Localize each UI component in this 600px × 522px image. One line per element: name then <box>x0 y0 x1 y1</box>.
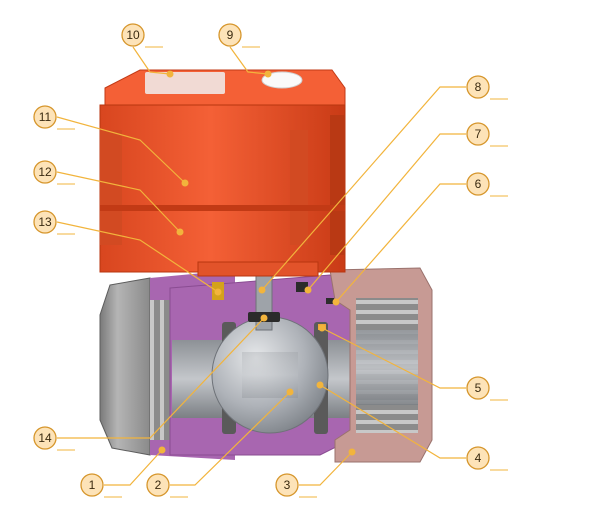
callout-circle-5 <box>466 376 490 400</box>
leader-line-7 <box>307 133 466 291</box>
leader-dot-14 <box>260 314 268 322</box>
callout-number-14: 14 <box>38 431 52 445</box>
callout-10: 10 <box>121 23 145 47</box>
callout-circle-2 <box>146 473 170 497</box>
leader-dot-12 <box>176 228 184 236</box>
leader-line-3 <box>299 451 353 486</box>
leader-line-8 <box>261 86 466 291</box>
leader-line-2 <box>170 391 291 486</box>
leader-line-4 <box>319 384 466 459</box>
leader-dot-7 <box>304 286 312 294</box>
callout-6: 6 <box>466 172 490 196</box>
callout-5: 5 <box>466 376 490 400</box>
actuator-housing <box>99 69 346 277</box>
callout-number-3: 3 <box>284 478 291 492</box>
callout-number-6: 6 <box>475 177 482 191</box>
callout-circle-1 <box>80 473 104 497</box>
ball <box>211 316 329 434</box>
callout-circle-8 <box>466 75 490 99</box>
leader-dot-10 <box>166 70 174 78</box>
right-rib <box>290 130 308 245</box>
leader-dot-2 <box>286 388 294 396</box>
actuator-body <box>99 104 346 273</box>
side-face <box>330 115 345 255</box>
callout-circle-9 <box>218 23 242 47</box>
callout-number-8: 8 <box>475 80 482 94</box>
leader-line-12 <box>56 171 181 233</box>
callout-11: 11 <box>33 105 57 129</box>
callout-circle-3 <box>275 473 299 497</box>
union-nut <box>329 267 433 463</box>
callout-1: 1 <box>80 473 104 497</box>
leader-line-5 <box>321 327 466 389</box>
callout-13: 13 <box>33 210 57 234</box>
left-rib <box>100 130 122 245</box>
callout-circle-12 <box>33 160 57 184</box>
leader-line-1 <box>104 449 163 486</box>
leader-dot-5 <box>318 324 326 332</box>
leader-line-10 <box>132 46 171 75</box>
packing <box>326 298 334 304</box>
callout-3: 3 <box>275 473 299 497</box>
callout-number-1: 1 <box>89 478 96 492</box>
leader-line-9 <box>229 46 269 75</box>
leader-line-6 <box>335 183 466 303</box>
leader-dot-8 <box>258 286 266 294</box>
leader-dot-1 <box>158 446 166 454</box>
callout-circle-6 <box>466 172 490 196</box>
leader-line-14 <box>57 317 265 439</box>
callout-12: 12 <box>33 160 57 184</box>
leader-dot-4 <box>316 381 324 389</box>
housing-base <box>197 261 319 277</box>
callout-circle-14 <box>33 426 57 450</box>
callout-9: 9 <box>218 23 242 47</box>
callout-number-11: 11 <box>39 110 52 124</box>
leader-dot-13 <box>214 288 222 296</box>
leader-lines <box>56 46 508 498</box>
callout-number-9: 9 <box>227 28 234 42</box>
callout-circle-13 <box>33 210 57 234</box>
callout-number-5: 5 <box>475 381 482 395</box>
housing-seam <box>100 205 345 211</box>
leader-dot-9 <box>264 70 272 78</box>
callout-number-13: 13 <box>38 215 52 229</box>
callout-circle-11 <box>33 105 57 129</box>
leader-line-11 <box>56 116 186 184</box>
leader-dot-3 <box>348 448 356 456</box>
leader-line-13 <box>56 221 219 293</box>
callout-number-10: 10 <box>126 28 140 42</box>
position-indicator <box>261 71 303 89</box>
leader-dot-6 <box>332 298 340 306</box>
left-port-thread <box>150 300 172 440</box>
callout-circle-4 <box>466 446 490 470</box>
callout-4: 4 <box>466 446 490 470</box>
callout-14: 14 <box>33 426 57 450</box>
callout-8: 8 <box>466 75 490 99</box>
label-plate <box>145 72 225 94</box>
callout-circle-10 <box>121 23 145 47</box>
callout-7: 7 <box>466 122 490 146</box>
callout-2: 2 <box>146 473 170 497</box>
callout-number-2: 2 <box>155 478 162 492</box>
callout-circle-7 <box>466 122 490 146</box>
leader-dot-11 <box>181 179 189 187</box>
callout-number-7: 7 <box>475 127 482 141</box>
callout-number-4: 4 <box>475 451 482 465</box>
callout-number-12: 12 <box>38 165 52 179</box>
